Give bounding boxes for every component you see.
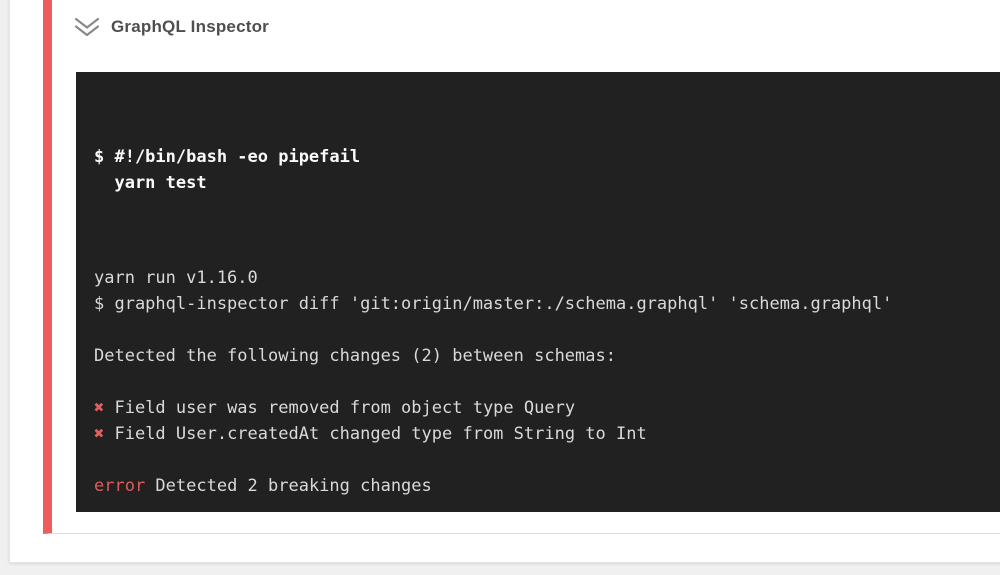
- terminal-output-line: [94, 499, 1000, 512]
- double-chevron-down-icon[interactable]: [74, 17, 100, 38]
- output-block: yarn run v1.16.0 $ graphql-inspector diff…: [94, 265, 1000, 512]
- terminal-output-line: error Detected 2 breaking changes: [94, 476, 432, 496]
- terminal-output-line: yarn run v1.16.0: [94, 268, 258, 288]
- terminal-output-line: ✖ Field user was removed from object typ…: [94, 398, 576, 418]
- terminal-command-line: $ #!/bin/bash -eo pipefail: [94, 147, 361, 167]
- terminal-output-line: [94, 447, 1000, 473]
- breaking-change-mark: ✖: [94, 398, 105, 418]
- terminal-output-line: Detected the following changes (2) betwe…: [94, 346, 616, 366]
- terminal-output-line: [94, 317, 1000, 343]
- build-step-card: GraphQL Inspector $ #!/bin/bash -eo pipe…: [9, 0, 1000, 563]
- error-label: error: [94, 476, 146, 496]
- terminal-output-line: $ graphql-inspector diff 'git:origin/mas…: [94, 294, 893, 314]
- terminal-output-line: [94, 369, 1000, 395]
- step-title: GraphQL Inspector: [111, 17, 270, 36]
- terminal-output[interactable]: $ #!/bin/bash -eo pipefail yarn test yar…: [76, 72, 1000, 512]
- step-header-toggle[interactable]: GraphQL Inspector: [74, 16, 269, 38]
- terminal-command-line: yarn test: [94, 173, 207, 193]
- command-block: $ #!/bin/bash -eo pipefail yarn test: [94, 144, 1000, 196]
- terminal-output-line: ✖ Field User.createdAt changed type from…: [94, 424, 647, 444]
- step-section-graphql-inspector: GraphQL Inspector $ #!/bin/bash -eo pipe…: [43, 0, 1000, 534]
- breaking-change-mark: ✖: [94, 424, 105, 444]
